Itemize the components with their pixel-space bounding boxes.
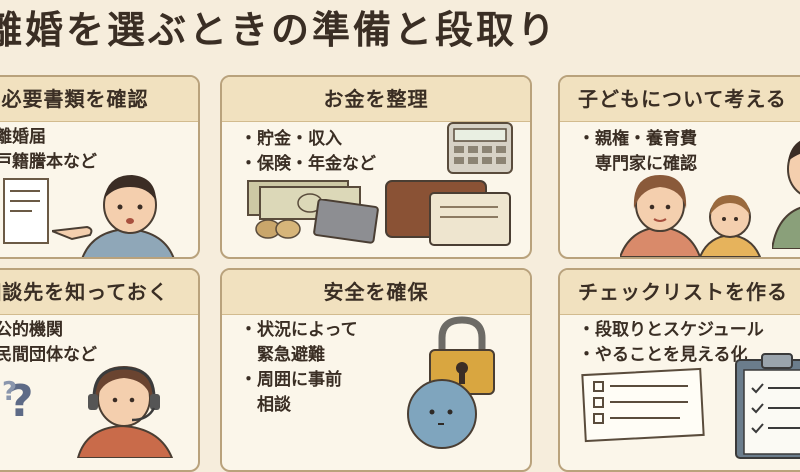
calculator-icon [447,122,513,174]
wallet-icon [385,180,511,246]
coin-icon [255,219,301,239]
card-bullets: ・離婚届 ・戸籍謄本など [0,125,97,175]
card-heading: 子どもについて考える [560,77,800,122]
card-documents: 必要書類を確認 ・離婚届 ・戸籍謄本など [0,75,200,259]
bullet-line: ・保険・年金など [240,154,376,174]
bullet-line: ・公的機関 [0,320,63,340]
father-icon [772,140,800,249]
bullet-line: ・周囲に事前 [240,370,342,390]
card-heading: 必要書類を確認 [0,77,198,122]
card-money: お金を整理 ・貯金・収入 ・保険・年金など [220,75,532,259]
svg-text:?: ? [2,377,17,407]
card-safety: 安全を確保 ・状況によって 緊急避難 ・周囲に事前 相談 [220,268,532,472]
page-title: 離婚を選ぶときの準備と段取り [0,8,559,52]
card-bullets: ・親権・養育費 専門家に確認 [578,127,697,177]
checklist-icon [581,367,705,443]
card-checklist: チェックリストを作る ・段取りとスケジュール ・やることを見える化 [558,268,800,472]
bullet-line: ・離婚届 [0,127,46,147]
card-heading: チェックリストを作る [560,270,800,315]
clipboard-icon [735,353,800,459]
card-bullets: ・貯金・収入 ・保険・年金など [240,127,376,177]
bullet-line: ・やることを見える化 [578,345,748,365]
card-bullets: ・状況によって 緊急避難 ・周囲に事前 相談 [240,318,358,418]
mother-child-icon [620,175,762,257]
headset-operator-icon [76,366,174,458]
card-consultation: 相談先を知っておく ・公的機関 ・民間団体など ? ? [0,268,200,472]
question-mark-icon: ? ? [2,376,34,426]
bullet-line: ・民間団体など [0,345,97,365]
card-bullets: ・段取りとスケジュール ・やることを見える化 [578,318,764,368]
card-heading: 相談先を知っておく [0,270,198,315]
card-icon [313,199,379,244]
bullet-line: ・段取りとスケジュール [578,320,764,340]
bullet-line: 緊急避難 [240,345,325,365]
card-children: 子どもについて考える ・親権・養育費 専門家に確認 [558,75,800,259]
bullet-line: ・親権・養育費 [578,129,697,149]
bullet-line: ・貯金・収入 [240,129,342,149]
svg-text:?: ? [8,376,34,426]
bullet-line: 専門家に確認 [578,154,697,174]
card-heading: 安全を確保 [222,270,530,315]
card-bullets: ・公的機関 ・民間団体など [0,318,97,368]
document-icon [3,178,49,244]
bullet-line: ・戸籍謄本など [0,152,97,172]
worried-face-icon [407,379,477,449]
bullet-line: ・状況によって [240,320,358,340]
card-heading: お金を整理 [222,77,530,122]
bullet-line: 相談 [240,395,291,415]
person-pointing-icon [52,175,175,257]
